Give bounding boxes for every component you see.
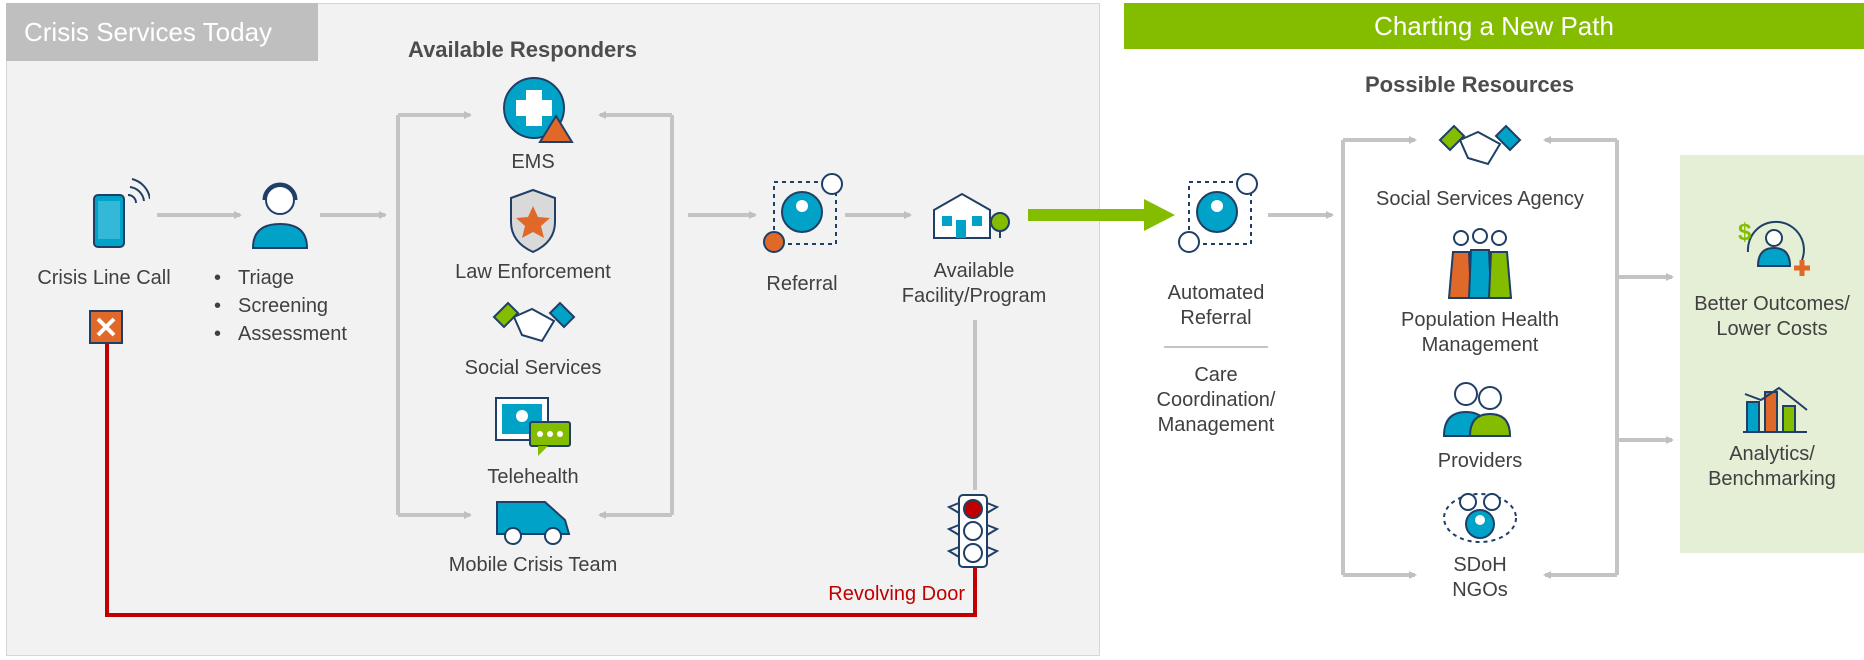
telehealth-icon — [495, 397, 571, 456]
population-health-line-2: Management — [1421, 334, 1539, 356]
resource-providers: Providers — [1437, 450, 1523, 472]
new-path-title: Charting a New Path — [1124, 3, 1864, 49]
population-health-line-1: Population Health — [1401, 309, 1559, 331]
facility-program-label: Available Facility/Program — [880, 259, 1068, 309]
referral-label: Referral — [766, 273, 838, 295]
revolving-door-label: Revolving Door — [828, 583, 965, 605]
traffic-light-icon — [946, 494, 1000, 568]
automated-referral-line-2: Referral — [1180, 307, 1252, 329]
intake-step: Screening — [214, 292, 347, 320]
responders-heading: Available Responders — [408, 37, 638, 62]
intake-step: Triage — [214, 264, 347, 292]
police-badge-icon — [510, 188, 556, 254]
care-coordination-label: Care Coordination/ Management — [1140, 363, 1292, 438]
intake-step: Assessment — [214, 320, 347, 348]
van-icon — [496, 501, 571, 545]
headset-agent-icon — [251, 182, 309, 249]
facility-building-icon — [933, 192, 1010, 239]
responder-telehealth: Telehealth — [487, 466, 579, 488]
population-group-icon — [1447, 228, 1513, 299]
responder-ems: EMS — [511, 151, 555, 173]
ngo-network-icon — [1443, 493, 1517, 543]
resources-heading: Possible Resources — [1365, 72, 1575, 97]
care-coordination-line-2: Coordination/ — [1156, 389, 1276, 411]
automated-referral-line-1: Automated — [1167, 282, 1265, 304]
handshake-icon — [492, 301, 576, 343]
providers-icon — [1442, 382, 1512, 437]
bar-chart-icon — [1743, 386, 1808, 433]
analytics-line-2: Benchmarking — [1708, 468, 1836, 490]
outcomes-line-1: Better Outcomes/ — [1694, 293, 1850, 315]
svg-text:$: $ — [1738, 219, 1752, 246]
resource-social-services-agency: Social Services Agency — [1376, 188, 1584, 210]
intake-steps-list: Triage Screening Assessment — [214, 264, 347, 348]
crisis-services-title: Crisis Services Today — [6, 3, 318, 61]
better-outcomes-label: Better Outcomes/ Lower Costs — [1686, 292, 1858, 342]
referral-network-icon — [763, 173, 843, 253]
care-coordination-line-1: Care — [1194, 364, 1238, 386]
sdoh-line-2: NGOs — [1452, 579, 1508, 601]
responder-social-services: Social Services — [464, 357, 602, 379]
dollar-person-icon: $ — [1738, 219, 1810, 276]
facility-line-1: Available — [933, 260, 1015, 282]
referral-network-icon — [1178, 173, 1258, 253]
crisis-line-call-label: Crisis Line Call — [37, 267, 171, 289]
responder-mobile-crisis-team: Mobile Crisis Team — [448, 554, 618, 576]
ems-cross-icon — [503, 77, 574, 143]
responder-law-enforcement: Law Enforcement — [455, 261, 611, 283]
phone-icon — [93, 178, 150, 248]
analytics-label: Analytics/ Benchmarking — [1696, 442, 1848, 492]
care-coordination-line-3: Management — [1157, 414, 1275, 436]
close-x-icon — [89, 310, 123, 344]
resource-population-health: Population Health Management — [1370, 308, 1590, 358]
sdoh-line-1: SDoH — [1453, 554, 1507, 576]
automated-referral-label: Automated Referral — [1150, 281, 1282, 331]
analytics-line-1: Analytics/ — [1729, 443, 1815, 465]
resource-sdoh-ngos: SDoH NGOs — [1420, 553, 1540, 603]
facility-line-2: Facility/Program — [901, 285, 1047, 307]
outcomes-line-2: Lower Costs — [1716, 318, 1828, 340]
handshake-icon — [1438, 124, 1522, 166]
